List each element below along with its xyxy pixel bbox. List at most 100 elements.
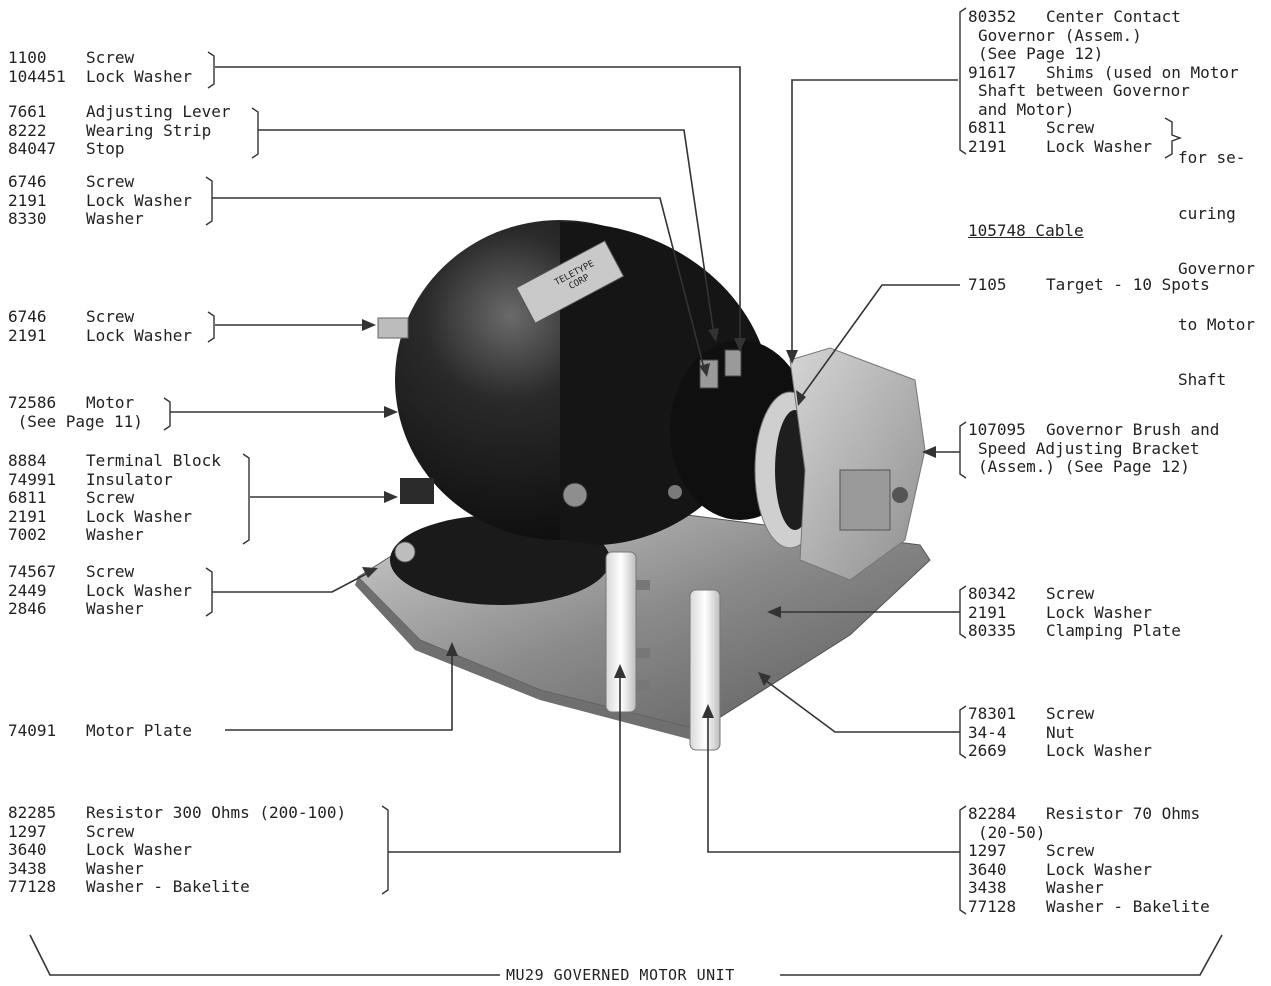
part-description: Screw (1046, 118, 1095, 137)
part-description: Washer (86, 525, 144, 544)
part-number: 107095 (968, 420, 1026, 439)
part-row: 3438 Washer (968, 878, 1210, 898)
part-number: 3438 (8, 858, 47, 878)
part-row: (Assem.) (See Page 12) (968, 457, 1219, 477)
part-number: 105748 Cable (968, 221, 1084, 240)
part-description: and Motor) (978, 99, 1075, 119)
part-description: Washer - Bakelite (86, 877, 250, 896)
part-description: Lock Washer (1046, 741, 1152, 760)
part-description: Lock Washer (86, 506, 192, 526)
part-description: Target - 10 Spots (1046, 275, 1210, 294)
part-row: 107095 Governor Brush and (968, 420, 1220, 440)
part-number: 2449 (8, 580, 47, 600)
governor-bracket-shape (789, 347, 926, 581)
part-number: 6746 (8, 172, 47, 191)
left-group-8: 74091 Motor Plate (8, 721, 192, 741)
part-row: (20-50) (968, 822, 1210, 843)
part-number: 91617 (968, 62, 1017, 82)
part-number: 2191 (8, 190, 47, 210)
part-row: 74091 Motor Plate (8, 721, 192, 741)
part-row: (See Page 12) (968, 44, 1239, 64)
part-description: Screw (86, 562, 135, 581)
part-description: Washer (1046, 878, 1104, 897)
part-number: 3438 (968, 878, 1007, 897)
part-row: (See Page 11) (8, 412, 143, 432)
part-number: 74991 (8, 469, 57, 489)
part-description: Screw (1046, 841, 1095, 860)
part-number: 2669 (968, 741, 1007, 760)
part-number: 74091 (8, 721, 57, 740)
part-description: Screw (1046, 584, 1095, 603)
part-number: 7661 (8, 102, 47, 121)
part-description: Screw (1046, 704, 1095, 723)
part-number: 80352 (968, 7, 1017, 26)
part-row: 80352 Center Contact (968, 7, 1239, 27)
part-description: Screw (86, 307, 135, 326)
part-number: 2191 (968, 136, 1007, 156)
part-description: (See Page 12) (978, 44, 1104, 63)
part-number: 77128 (968, 896, 1017, 916)
part-number: 104451 (8, 66, 66, 86)
part-description: Terminal Block (86, 451, 221, 470)
part-description: Washer (86, 209, 144, 228)
part-row: 91617 Shims (used on Motor (968, 62, 1239, 83)
part-row: 2191 Lock Washer (8, 325, 192, 346)
part-description: Lock Washer (86, 325, 192, 345)
part-number: 8330 (8, 209, 47, 228)
part-row: 84047 Stop (8, 139, 231, 159)
part-number: 6746 (8, 307, 47, 326)
part-description: Center Contact (1046, 7, 1181, 26)
part-number: 82285 (8, 803, 57, 822)
part-row: 78301 Screw (968, 704, 1152, 724)
part-description: Stop (86, 139, 125, 158)
part-number: 3640 (968, 859, 1007, 879)
part-description: Washer - Bakelite (1046, 896, 1210, 916)
part-description: Screw (86, 488, 135, 507)
part-number: 2191 (8, 325, 47, 345)
part-description: Motor Plate (86, 721, 192, 740)
part-number: 8222 (8, 120, 47, 140)
part-description: Lock Washer (86, 840, 192, 859)
part-description: Nut (1046, 722, 1075, 742)
part-number: 80335 (968, 621, 1017, 640)
part-number: 84047 (8, 139, 57, 158)
part-description: Shaft between Governor (978, 81, 1190, 100)
part-description: (Assem.) (See Page 12) (978, 457, 1190, 476)
part-number: 6811 (8, 488, 47, 507)
part-row: Shaft between Governor (968, 81, 1239, 101)
part-description: Lock Washer (1046, 602, 1152, 622)
part-description: Shims (used on Motor (1046, 62, 1239, 82)
part-description: (20-50) (978, 822, 1046, 842)
part-description: Lock Washer (86, 66, 192, 86)
part-number: 78301 (968, 704, 1017, 723)
part-description: Governor Brush and (1046, 420, 1220, 439)
part-number: 7002 (8, 525, 47, 544)
governor-note: for se- curing Governor to Motor Shaft (1178, 148, 1256, 389)
